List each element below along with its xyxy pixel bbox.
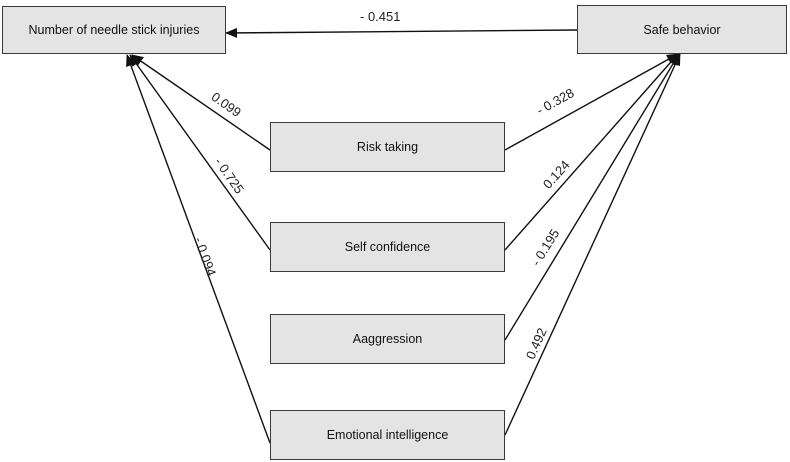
- node-safe-behavior: Safe behavior: [577, 5, 787, 54]
- node-label: Number of needle stick injuries: [28, 23, 200, 37]
- arrow-risk-to-needle: [131, 54, 271, 151]
- arrow-emotional-to-safe: [504, 53, 681, 436]
- arrow-confidence-to-safe: [504, 53, 679, 251]
- node-label: Safe behavior: [643, 22, 721, 37]
- arrow-safe-to-needle: [225, 27, 578, 38]
- node-label: Self confidence: [344, 240, 431, 254]
- arrow-aggression-to-safe: [504, 53, 680, 341]
- node-label: Aaggression: [352, 332, 423, 346]
- node-risk-taking: Risk taking: [270, 122, 505, 172]
- node-self-confidence: Self confidence: [270, 222, 505, 272]
- node-needle-stick-injuries: Number of needle stick injuries: [2, 6, 226, 54]
- node-aggression: Aaggression: [270, 314, 505, 364]
- coef-safe-to-needle: - 0.451: [360, 9, 401, 24]
- arrow-emotional-to-needle: [126, 54, 271, 444]
- arrow-risk-to-safe: [504, 53, 679, 151]
- node-label: Emotional intelligence: [326, 428, 449, 442]
- arrow-confidence-to-needle: [129, 54, 271, 251]
- node-label: Risk taking: [356, 140, 419, 154]
- node-emotional-intelligence: Emotional intelligence: [270, 410, 505, 460]
